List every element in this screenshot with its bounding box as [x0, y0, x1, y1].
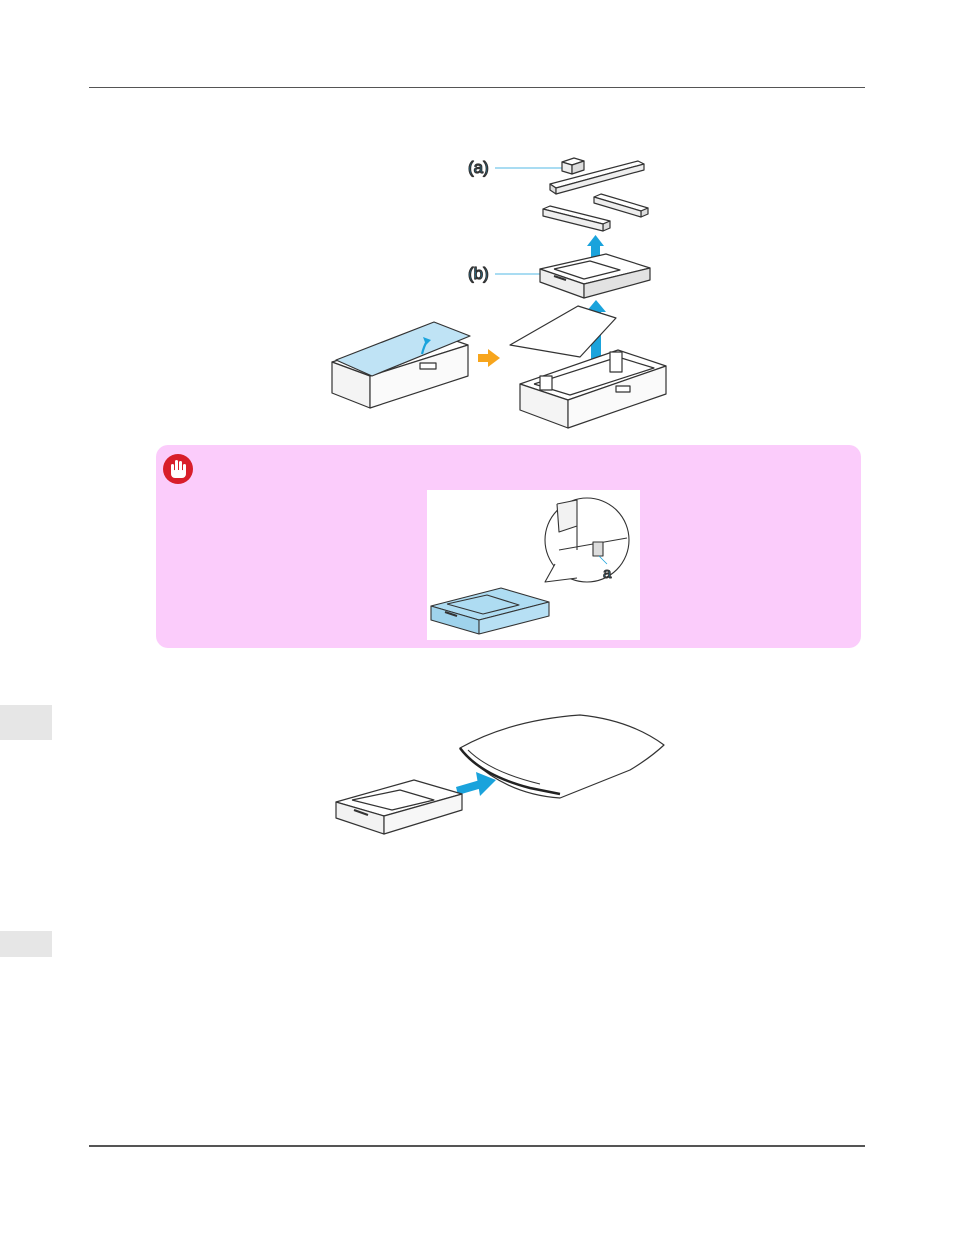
cartridge-blue	[431, 588, 549, 634]
callout-a-label: (a)	[468, 158, 489, 177]
cartridge-to-bag	[336, 780, 462, 834]
hand-stop-icon	[162, 453, 194, 485]
insert-arrow	[456, 772, 496, 796]
chapter-tab-secondary	[0, 931, 52, 957]
cartridge-detail-illustration: a	[427, 490, 640, 640]
closed-box	[332, 322, 470, 408]
packing-bar-left	[543, 206, 610, 231]
next-step-arrow	[478, 349, 500, 367]
open-box	[510, 306, 666, 428]
chapter-tab	[0, 705, 52, 740]
packing-cube	[562, 158, 584, 174]
plastic-bag	[460, 715, 664, 798]
unpacking-illustration: (a) (b)	[328, 152, 674, 432]
important-notice: a	[156, 445, 861, 648]
header-rule	[89, 87, 865, 88]
maintenance-cartridge	[540, 254, 650, 298]
callout-b-label: (b)	[468, 264, 489, 283]
bagging-illustration	[330, 710, 670, 838]
detail-label-a: a	[603, 565, 612, 582]
footer-rule	[89, 1145, 865, 1147]
packing-bar-right	[594, 194, 648, 217]
